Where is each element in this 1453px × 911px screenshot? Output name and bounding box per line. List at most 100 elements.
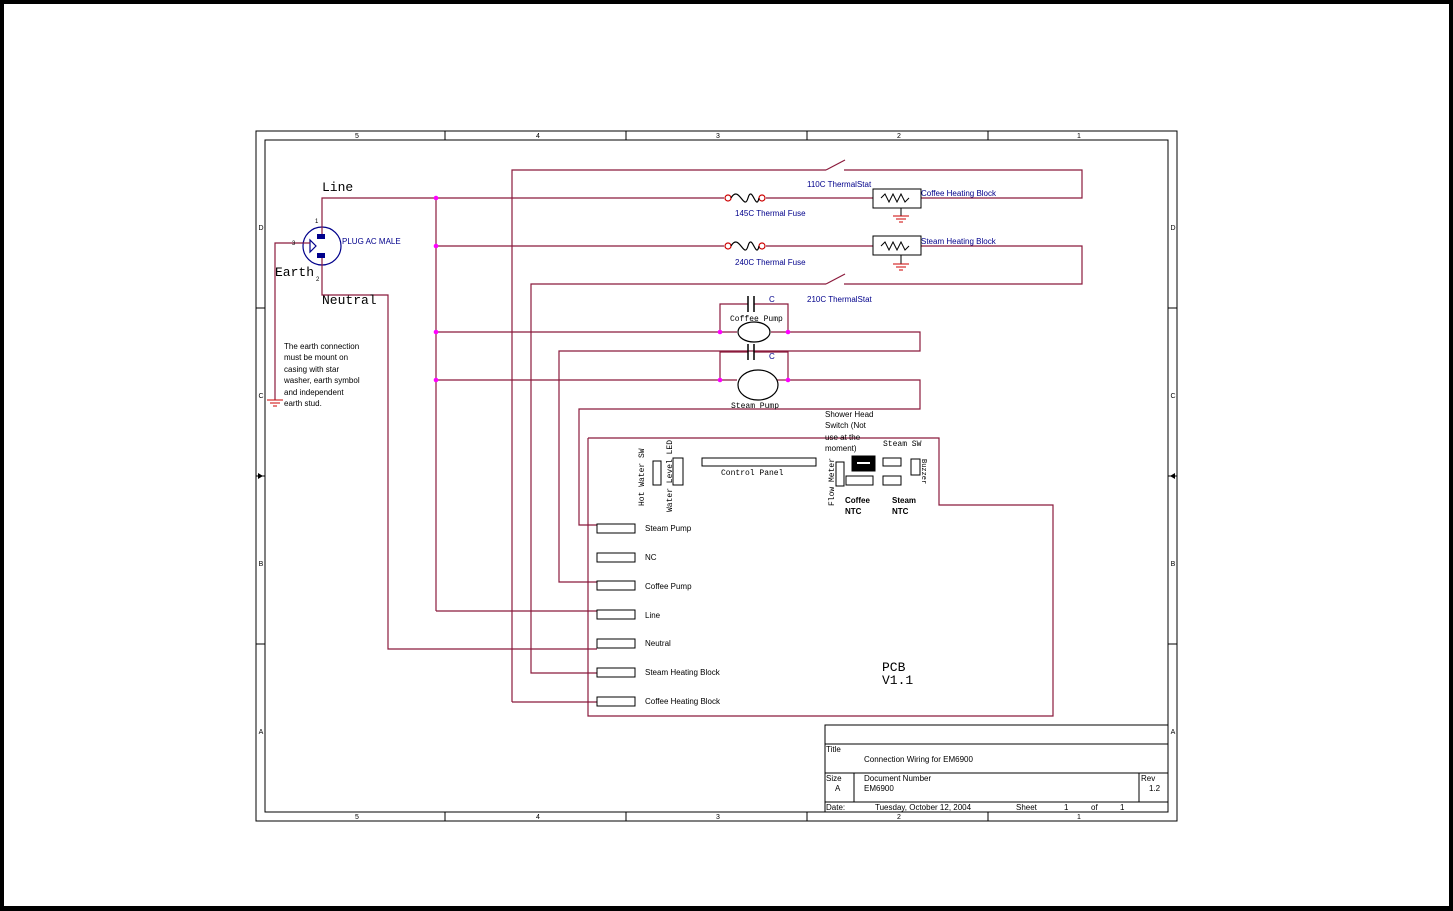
schematic-canvas: 5 4 3 2 1 5 4 3 2 1 D C B A D C B A — [4, 4, 1449, 906]
note-line: and independent — [284, 388, 344, 397]
water-level-led-label: Water Level LED — [666, 440, 675, 512]
col-label: 4 — [536, 133, 540, 140]
shower-note-line: Switch (Not — [825, 421, 867, 430]
row-label: A — [1171, 729, 1176, 736]
title-value: Connection Wiring for EM6900 — [864, 755, 973, 764]
size-value: A — [835, 784, 841, 793]
center-marker-right — [1170, 473, 1175, 479]
fuse-240-label: 240C Thermal Fuse — [735, 258, 806, 267]
connector-label: Line — [645, 611, 661, 620]
col-label: 5 — [355, 814, 359, 821]
flow-meter-label: Flow Meter — [828, 458, 837, 506]
rev-value: 1.2 — [1149, 784, 1161, 793]
fuse-145c — [724, 193, 766, 203]
col-label: 2 — [897, 133, 901, 140]
plug-pin-1: 1 — [315, 219, 319, 225]
ac-plug-symbol — [302, 226, 342, 268]
fuse-240c — [724, 241, 766, 251]
control-panel-label: Control Panel — [721, 469, 784, 478]
of-value: 1 — [1120, 803, 1125, 812]
coffee-ntc-label: Coffee — [845, 496, 870, 505]
capacitor-label-1: C — [769, 295, 775, 304]
junction-dots — [433, 195, 791, 383]
column-labels: 5 4 3 2 1 5 4 3 2 1 — [355, 133, 1081, 821]
sheet-value: 1 — [1064, 803, 1069, 812]
col-label: 4 — [536, 814, 540, 821]
shower-note-line: Shower Head — [825, 410, 873, 419]
coffee-heating-block-symbol — [872, 188, 922, 223]
component-labels: 110C ThermalStat 210C ThermalStat 145C T… — [735, 180, 997, 361]
line-label: Line — [322, 180, 353, 195]
date-value: Tuesday, October 12, 2004 — [875, 803, 972, 812]
col-label: 5 — [355, 133, 359, 140]
shower-note-line: moment) — [825, 444, 857, 453]
pcb-title: PCB — [882, 660, 906, 675]
connector-label: Steam Heating Block — [645, 668, 721, 677]
connector-label: Steam Pump — [645, 524, 692, 533]
size-label: Size — [826, 774, 842, 783]
steam-pump-label: Steam Pump — [731, 402, 779, 411]
note-line: casing with star — [284, 365, 339, 374]
row-label: D — [258, 225, 263, 232]
hot-water-sw-label: Hot Water SW — [638, 448, 647, 506]
coffee-pump-symbol — [737, 321, 771, 343]
drawing-frame — [255, 130, 1178, 822]
thermostat-110-label: 110C ThermalStat — [807, 180, 872, 189]
connector-label: Neutral — [645, 639, 671, 648]
docnum-label: Document Number — [864, 774, 931, 783]
steam-pump-symbol — [737, 369, 779, 401]
capacitor-label-2: C — [769, 352, 775, 361]
row-label: B — [259, 561, 264, 568]
col-label: 2 — [897, 814, 901, 821]
coffee-pump-label: Coffee Pump — [730, 315, 783, 324]
shower-head-note: Shower Head Switch (Not use at the momen… — [825, 410, 873, 453]
col-label: 1 — [1077, 133, 1081, 140]
capacitor-symbols — [747, 296, 755, 360]
thermostat-210-label: 210C ThermalStat — [807, 295, 873, 304]
connector-label: NC — [645, 553, 657, 562]
title-block — [824, 724, 1169, 813]
schematic-diagram: 5 4 3 2 1 5 4 3 2 1 D C B A D C B A — [255, 130, 1178, 822]
ntc-labels: Coffee NTC Steam NTC — [845, 496, 916, 516]
plug-pin-3: 3 — [292, 241, 296, 247]
col-label: 3 — [716, 814, 720, 821]
row-label: C — [258, 393, 263, 400]
coffee-heating-block-label: Coffee Heating Block — [921, 189, 997, 198]
steam-sw-label: Steam SW — [883, 440, 922, 449]
center-marker-left — [258, 473, 263, 479]
buzzer-label: Buzzer — [919, 459, 927, 484]
note-line: The earth connection — [284, 342, 359, 351]
steam-ntc-label: Steam — [892, 496, 916, 505]
fuse-145-label: 145C Thermal Fuse — [735, 209, 806, 218]
row-label: B — [1171, 561, 1176, 568]
docnum-value: EM6900 — [864, 784, 894, 793]
title-label: Title — [826, 745, 841, 754]
col-label: 1 — [1077, 814, 1081, 821]
earth-label: Earth — [275, 265, 314, 280]
neutral-label: Neutral — [322, 293, 377, 308]
connector-label: Coffee Pump — [645, 582, 692, 591]
steam-ntc-label: NTC — [892, 507, 909, 516]
title-block-text: Title Connection Wiring for EM6900 Size … — [826, 745, 1161, 812]
wires — [274, 159, 1083, 717]
plug-label: PLUG AC MALE — [342, 237, 401, 246]
steam-heating-block-label: Steam Heating Block — [921, 237, 997, 246]
row-label: D — [1170, 225, 1175, 232]
pcb-parts — [652, 455, 921, 487]
coffee-ntc-label: NTC — [845, 507, 862, 516]
date-label: Date: — [826, 803, 845, 812]
pcb-connectors — [596, 523, 636, 707]
rev-label: Rev — [1141, 774, 1155, 783]
row-labels: D C B A D C B A — [258, 225, 1175, 736]
row-label: C — [1170, 393, 1175, 400]
earth-ground-symbol — [267, 399, 283, 407]
sheet-label: Sheet — [1016, 803, 1038, 812]
connector-label: Coffee Heating Block — [645, 697, 721, 706]
earth-note: The earth connection must be mount on ca… — [283, 342, 360, 408]
note-line: earth stud. — [284, 399, 322, 408]
shower-note-line: use at the — [825, 433, 861, 442]
plug-pin-2: 2 — [316, 277, 320, 283]
connector-labels: Steam Pump NC Coffee Pump Line Neutral S… — [645, 524, 721, 706]
note-line: washer, earth symbol — [283, 376, 360, 385]
row-label: A — [259, 729, 264, 736]
